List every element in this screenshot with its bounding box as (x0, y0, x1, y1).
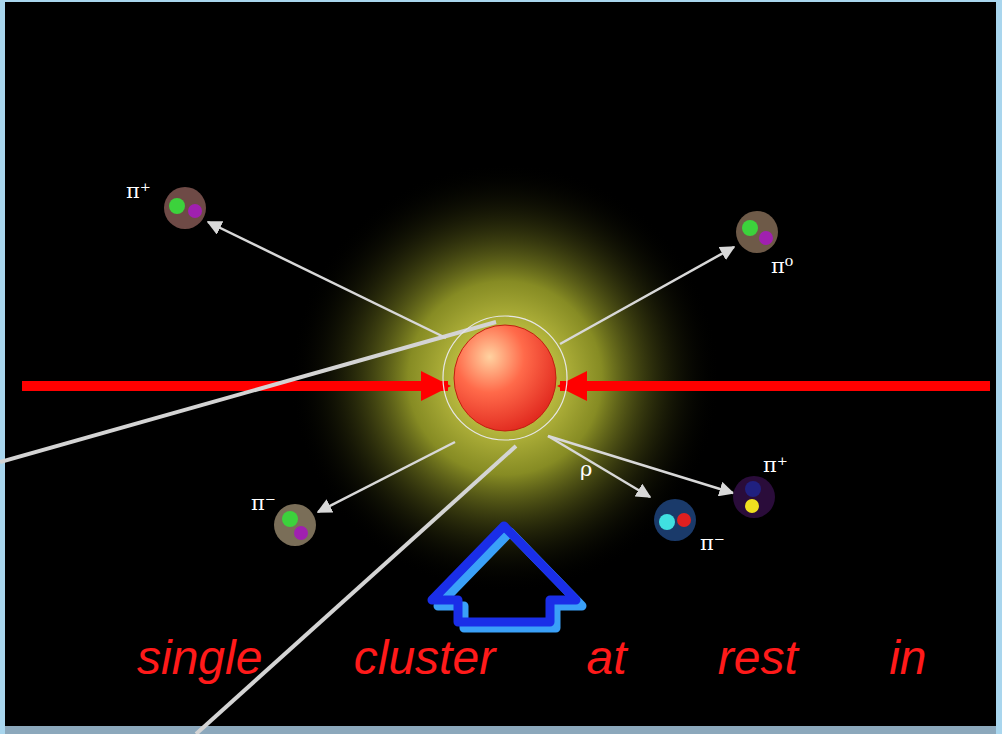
pion-ball (736, 211, 778, 253)
pion-label: π⁺ (126, 180, 151, 203)
pointer-arrow (432, 526, 576, 622)
black-ground (5, 2, 996, 726)
jet-line (196, 446, 516, 734)
pion-arrow (560, 247, 734, 344)
cluster (454, 325, 556, 431)
pion-ball (733, 476, 775, 518)
caption: single cluster at rest in (137, 632, 927, 685)
rho-label: ρ (580, 458, 592, 481)
pion-ball (274, 504, 316, 546)
pion-ball (164, 187, 206, 229)
bottom-strip (5, 726, 996, 734)
beam (560, 381, 990, 391)
beam (22, 381, 448, 391)
pion-label: π⁻ (700, 532, 725, 555)
pion-arrow (208, 222, 446, 338)
pion-ball (654, 499, 696, 541)
pion-label: π⁻ (251, 492, 276, 515)
cluster-ring (443, 316, 567, 440)
rho-arrow (548, 436, 650, 497)
pion-label: π⁺ (763, 454, 788, 477)
jet-line (0, 322, 496, 462)
rho-arrow (548, 436, 733, 493)
pion-label: π⁰ (771, 255, 793, 278)
pion-arrow (318, 442, 455, 512)
